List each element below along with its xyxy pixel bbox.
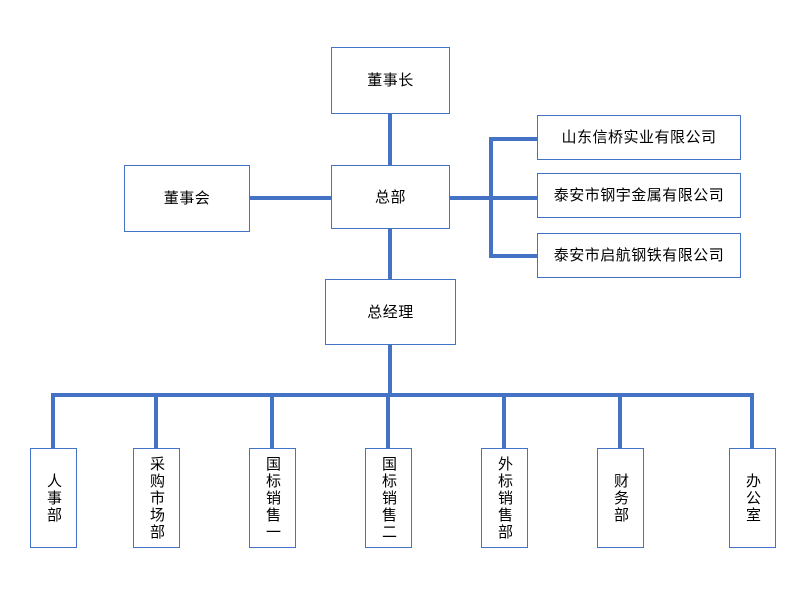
node-department-1[interactable]: 人事部 bbox=[30, 448, 77, 548]
node-headquarters-label: 总部 bbox=[374, 187, 406, 206]
connector-department-bus bbox=[51, 393, 754, 397]
node-subsidiary-1-label: 山东信桥实业有限公司 bbox=[561, 128, 717, 147]
node-department-5-label: 外标销售部 bbox=[496, 455, 514, 541]
node-headquarters[interactable]: 总部 bbox=[331, 165, 450, 229]
node-department-3-label: 国标销售一 bbox=[264, 455, 282, 541]
node-subsidiary-1[interactable]: 山东信桥实业有限公司 bbox=[537, 115, 741, 160]
connector-subsidiary-branch-2 bbox=[489, 196, 537, 200]
node-general-manager-label: 总经理 bbox=[367, 302, 414, 321]
node-department-6-label: 财务部 bbox=[612, 472, 630, 524]
connector-headquarters-to-general-manager bbox=[388, 228, 392, 279]
node-subsidiary-3[interactable]: 泰安市启航钢铁有限公司 bbox=[537, 233, 741, 278]
connector-department-drop-5 bbox=[502, 393, 506, 448]
node-subsidiary-3-label: 泰安市启航钢铁有限公司 bbox=[553, 246, 725, 265]
node-subsidiary-2-label: 泰安市钢宇金属有限公司 bbox=[553, 186, 725, 205]
connector-board-to-headquarters bbox=[249, 196, 332, 200]
node-department-6[interactable]: 财务部 bbox=[597, 448, 644, 548]
connector-department-drop-3 bbox=[270, 393, 274, 448]
node-board-label: 董事会 bbox=[163, 189, 211, 208]
connector-department-drop-6 bbox=[618, 393, 622, 448]
node-department-4[interactable]: 国标销售二 bbox=[365, 448, 412, 548]
node-general-manager[interactable]: 总经理 bbox=[325, 279, 456, 345]
connector-general-manager-to-bus bbox=[388, 344, 392, 397]
node-subsidiary-2[interactable]: 泰安市钢宇金属有限公司 bbox=[537, 173, 741, 218]
node-chairman[interactable]: 董事长 bbox=[331, 47, 450, 114]
connector-department-drop-2 bbox=[154, 393, 158, 448]
connector-subsidiary-branch-3 bbox=[489, 254, 537, 258]
node-department-3[interactable]: 国标销售一 bbox=[249, 448, 296, 548]
connector-headquarters-to-subsidiary-trunk bbox=[449, 196, 493, 200]
node-department-2-label: 采购市场部 bbox=[148, 455, 166, 541]
node-board[interactable]: 董事会 bbox=[124, 165, 250, 232]
connector-subsidiary-branch-1 bbox=[489, 137, 537, 141]
connector-department-drop-4 bbox=[386, 393, 390, 448]
node-department-5[interactable]: 外标销售部 bbox=[481, 448, 528, 548]
connector-department-drop-1 bbox=[51, 393, 55, 448]
node-department-1-label: 人事部 bbox=[45, 472, 63, 524]
node-department-2[interactable]: 采购市场部 bbox=[133, 448, 180, 548]
node-department-7[interactable]: 办公室 bbox=[729, 448, 776, 548]
node-department-4-label: 国标销售二 bbox=[380, 455, 398, 541]
node-chairman-label: 董事长 bbox=[367, 71, 414, 90]
connector-chairman-to-headquarters bbox=[388, 113, 392, 166]
node-department-7-label: 办公室 bbox=[744, 472, 762, 524]
connector-department-drop-7 bbox=[750, 393, 754, 448]
